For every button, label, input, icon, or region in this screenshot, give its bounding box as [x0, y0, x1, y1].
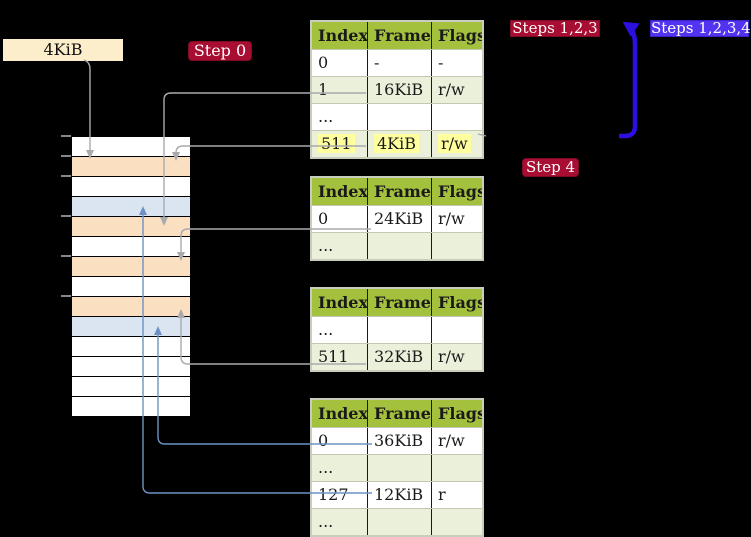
table-row: ...: [312, 454, 482, 481]
table-cell: ...: [318, 236, 334, 255]
table-cell: 0: [318, 209, 329, 228]
memory-frame-row-white: [72, 377, 190, 397]
table-cell: 16KiB: [367, 77, 431, 103]
table-row: ...: [312, 232, 482, 259]
table-header-cell: Flags: [431, 289, 482, 316]
table-cell: [367, 233, 431, 259]
table-cell: r: [431, 482, 482, 508]
memory-frame-row-orange: [72, 217, 190, 237]
table-header-cell: Flags: [431, 400, 482, 427]
table-cell: 0: [318, 431, 329, 450]
highlighted-value: r/w: [438, 134, 471, 153]
table-header-cell: Index: [318, 26, 367, 45]
table-cell: r/w: [431, 428, 482, 454]
table-cell: r/w: [431, 131, 482, 157]
table-cell: ...: [318, 458, 334, 477]
table-cell: 1: [318, 80, 329, 99]
table-cell: ...: [318, 107, 334, 126]
table-cell: [431, 455, 482, 481]
table-cell: [367, 509, 431, 535]
memory-frame-row-white: [72, 237, 190, 257]
memory-frame-row-orange: [72, 297, 190, 317]
table-header-cell: Frame: [367, 289, 431, 316]
table-row: 511 4KiB r/w: [312, 130, 482, 157]
table-header-cell: Flags: [431, 22, 482, 49]
memory-tick: [61, 295, 71, 297]
memory-frame-row-orange: [72, 257, 190, 277]
table-cell: [431, 509, 482, 535]
memory-frame-row-blue: [72, 317, 190, 337]
table-cell: 32KiB: [367, 344, 431, 370]
restart-walk-arrow: [619, 21, 640, 139]
table-cell: [431, 317, 482, 343]
memory-frame-row-blue: [72, 197, 190, 217]
table-cell: 24KiB: [367, 206, 431, 232]
step4-badge: Step 4: [522, 158, 579, 177]
table-row: ...: [312, 508, 482, 535]
table-cell: r/w: [431, 344, 482, 370]
steps-1234-badge: Steps 1,2,3,4: [650, 19, 751, 37]
table-header-cell: Frame: [367, 178, 431, 205]
memory-tick: [61, 135, 71, 137]
memory-frame-row-white: [72, 397, 190, 416]
memory-frame-row-orange: [72, 157, 190, 177]
table-cell: [431, 104, 482, 130]
table-header-cell: Index: [318, 404, 367, 423]
table-row: 0 --: [312, 49, 482, 76]
table-row: ...: [312, 316, 482, 343]
table-cell: 0: [318, 53, 329, 72]
table-cell: 36KiB: [367, 428, 431, 454]
memory-tick: [61, 215, 71, 217]
table-cell: 127: [318, 485, 349, 504]
table-header-cell: Index: [318, 293, 367, 312]
table-header-cell: Frame: [367, 22, 431, 49]
table-cell: 511: [312, 131, 367, 157]
table-header-cell: Frame: [367, 400, 431, 427]
table-cell: 511: [318, 347, 349, 366]
highlighted-value: 4KiB: [374, 134, 420, 153]
memory-tick: [61, 255, 71, 257]
memory-frame-row-white: [72, 177, 190, 197]
page-size-label: 4KiB: [3, 39, 123, 61]
table-cell: [431, 233, 482, 259]
table-cell: 4KiB: [367, 131, 431, 157]
memory-tick: [61, 175, 71, 177]
table-cell: [367, 455, 431, 481]
table-cell: ...: [318, 320, 334, 339]
physical-memory-column: [71, 136, 191, 417]
memory-frame-row-white: [72, 277, 190, 297]
table-cell: r/w: [431, 77, 482, 103]
table-cell: [367, 104, 431, 130]
table-cell: r/w: [431, 206, 482, 232]
steps-123-badge: Steps 1,2,3: [510, 20, 600, 37]
table-cell: -: [431, 50, 482, 76]
table-cell: ...: [318, 512, 334, 531]
highlighted-value: 511: [318, 134, 355, 153]
memory-frame-row-white: [72, 337, 190, 357]
table-header-cell: Index: [318, 182, 367, 201]
table-row: ...: [312, 103, 482, 130]
table-cell: [367, 317, 431, 343]
memory-tick: [61, 155, 71, 157]
step0-badge: Step 0: [188, 41, 252, 61]
memory-frame-row-white: [72, 357, 190, 377]
memory-frame-row-white: [72, 137, 190, 157]
table-header-cell: Flags: [431, 178, 482, 205]
table-cell: 12KiB: [367, 482, 431, 508]
table-cell: -: [367, 50, 431, 76]
